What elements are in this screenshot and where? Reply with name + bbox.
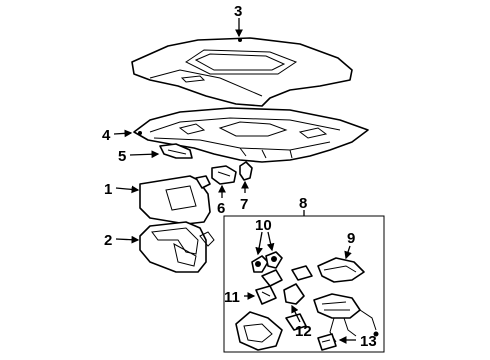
retainer-hook — [239, 161, 253, 181]
sun-visor-right — [139, 221, 215, 273]
callout-8: 8 — [299, 195, 307, 212]
connector — [317, 333, 337, 351]
callout-4: 4 — [102, 127, 111, 144]
callout-10: 10 — [255, 217, 272, 234]
lens-pieces — [261, 265, 313, 287]
lamp-bulbs — [251, 251, 283, 273]
wiring-harness — [313, 293, 379, 343]
leader-lines — [113, 18, 356, 344]
headliner-frame — [133, 107, 369, 163]
callout-5: 5 — [118, 148, 126, 165]
callout-9: 9 — [347, 230, 355, 247]
callout-1: 1 — [104, 181, 112, 198]
callout-12: 12 — [295, 323, 312, 340]
callout-2: 2 — [104, 232, 112, 249]
overhead-console — [235, 311, 307, 351]
callout-6: 6 — [217, 200, 225, 217]
callout-11: 11 — [224, 289, 240, 306]
grab-handle — [159, 143, 193, 159]
console-bracket — [317, 257, 365, 283]
visor-clip — [211, 165, 237, 185]
callout-7: 7 — [240, 196, 248, 213]
lens-cover — [283, 283, 305, 305]
switch-module — [255, 285, 277, 305]
headliner-panel — [131, 37, 353, 107]
sun-visor-left — [139, 175, 211, 225]
callout-3: 3 — [234, 3, 242, 20]
callout-13: 13 — [360, 333, 377, 350]
